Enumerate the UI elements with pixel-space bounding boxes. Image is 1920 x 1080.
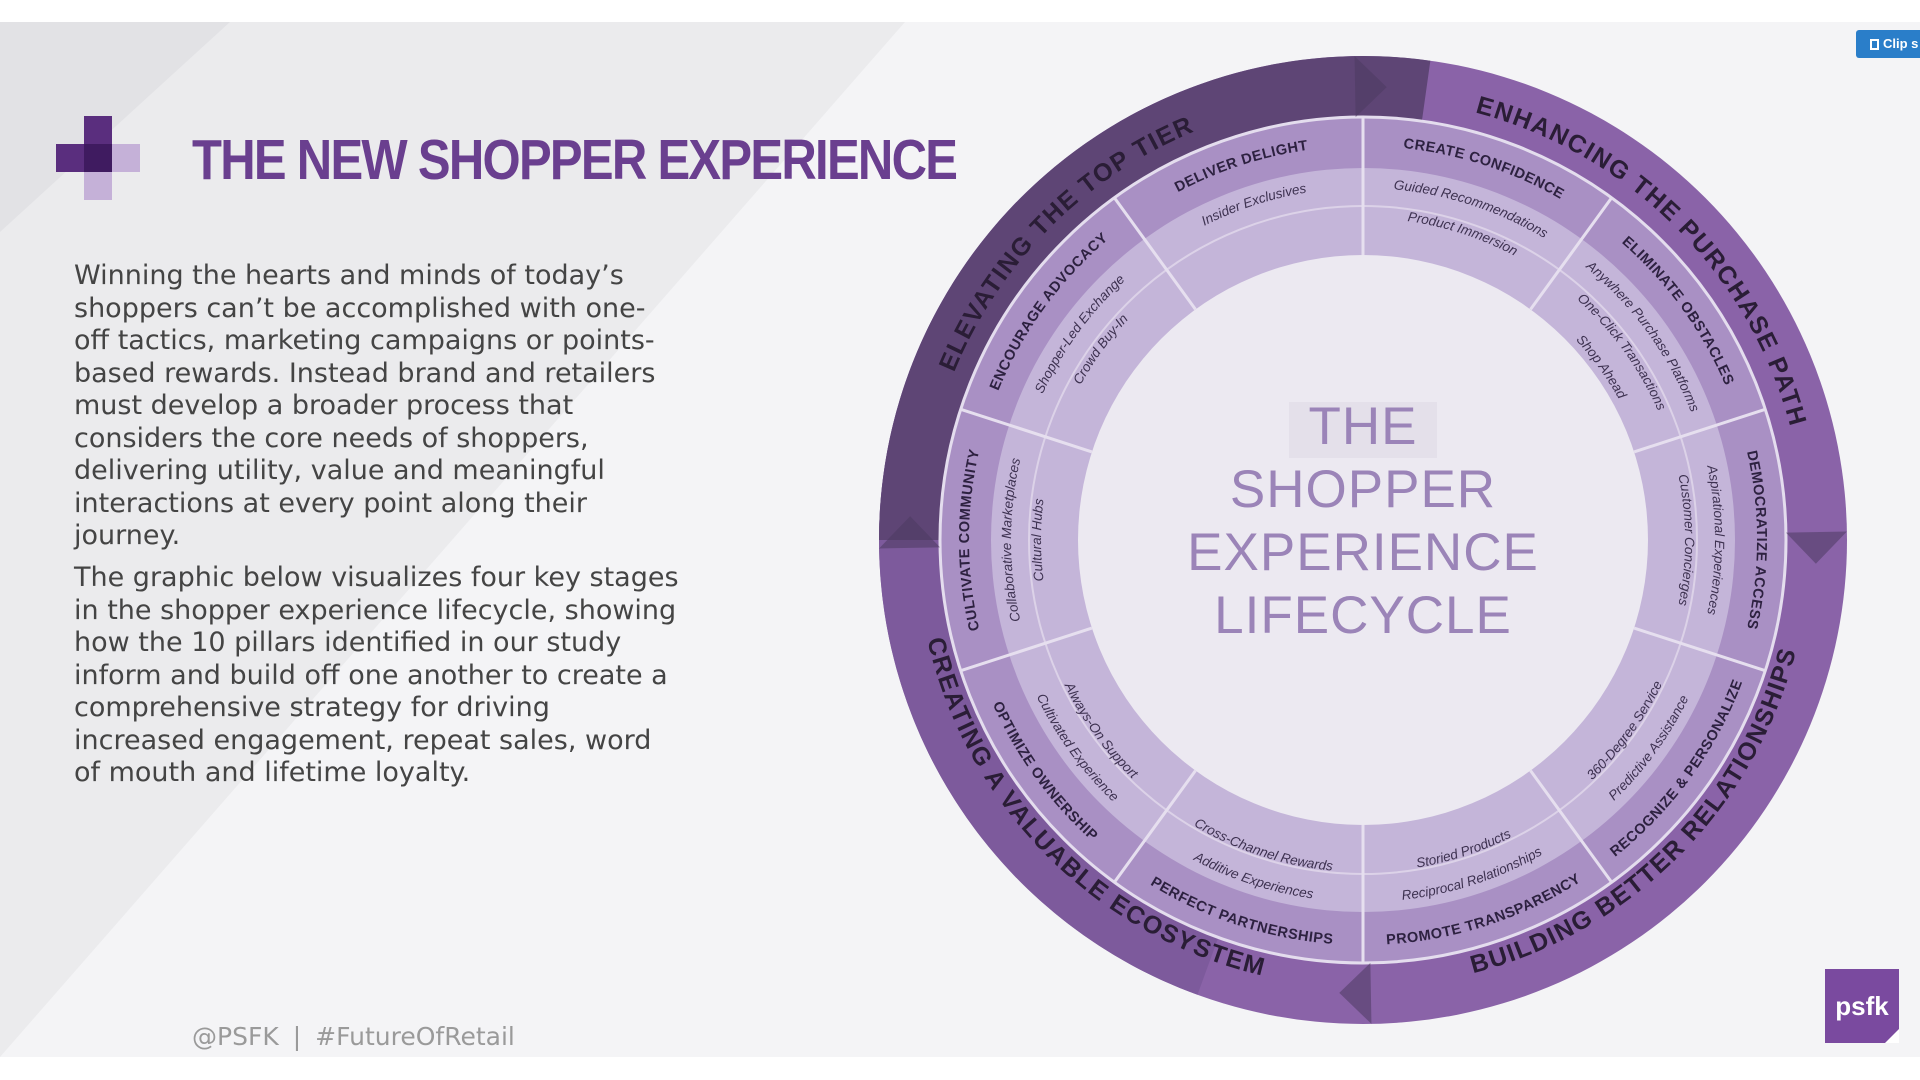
slide-background (0, 22, 905, 1057)
paragraph-line: interactions at every point along their (74, 487, 587, 519)
paragraph-line: inform and build off one another to crea… (74, 659, 668, 691)
paragraph-line: Winning the hearts and minds of today’s (74, 260, 624, 291)
segment-divider (1529, 196, 1613, 311)
description-paragraph: The graphic below visualizes four key st… (74, 562, 764, 790)
stage-arrow (879, 516, 941, 549)
clip-button-label: Clip s (1883, 36, 1919, 51)
slide: THE NEW SHOPPER EXPERIENCE Winning the h… (0, 22, 1920, 1057)
paragraph-line: delivering utility, value and meaningful (74, 455, 605, 486)
center-title-line: THE (1309, 397, 1418, 456)
paragraph-line: shoppers can’t be accomplished with one- (74, 292, 646, 324)
center-highlight (1289, 402, 1437, 458)
footer-hashtag: #FutureOfRetail (315, 1022, 515, 1051)
paragraph-line: journey. (74, 520, 181, 551)
stage-arrow (1785, 531, 1847, 564)
paragraph-line: off tactics, marketing campaigns or poin… (74, 325, 655, 356)
segment-divider (1529, 769, 1613, 884)
center-disc (1078, 255, 1648, 825)
psfk-logo: psfk (1825, 969, 1899, 1043)
clip-slide-button[interactable]: Clip s (1856, 30, 1920, 58)
segment-divider (1633, 626, 1766, 673)
footer-handle: @PSFK (192, 1022, 279, 1051)
clip-icon (1870, 39, 1879, 50)
pillar-item-label: Cultural Hubs (1029, 498, 1047, 583)
segment-divider (960, 626, 1093, 673)
slide-title: THE NEW SHOPPER EXPERIENCE (192, 128, 958, 192)
paragraph-line: of mouth and lifetime loyalty. (74, 757, 471, 788)
center-title-line: SHOPPER (1230, 460, 1496, 519)
segment-divider (1113, 196, 1197, 311)
stage-band-dark (879, 55, 1431, 540)
plus-logo-icon (56, 116, 140, 200)
paragraph-line: in the shopper experience lifecycle, sho… (74, 594, 677, 626)
pillar-item-label: Customer Concierges (1675, 473, 1697, 608)
pillar-item-label: Cultural Hubs (1029, 498, 1047, 583)
paragraph-line: how the 10 pillars identified in our stu… (74, 627, 622, 658)
segment-divider (960, 407, 1093, 454)
stage-arrow (1354, 56, 1387, 118)
paragraph-line: considers the core needs of shoppers, (74, 422, 589, 454)
paragraph-line: comprehensive strategy for driving (74, 692, 550, 723)
center-title-line: LIFECYCLE (1214, 586, 1512, 645)
footer-separator: | (292, 1022, 302, 1051)
background-shape (0, 22, 905, 1057)
segment-divider (1113, 769, 1197, 884)
center-title-line: EXPERIENCE (1187, 523, 1539, 582)
pillar-item-label: Customer Concierges (1675, 473, 1697, 608)
paragraph-line: must develop a broader process that (74, 390, 574, 421)
background-shape (0, 22, 230, 232)
segment-divider (1633, 407, 1766, 454)
paragraph-line: The graphic below visualizes four key st… (74, 562, 679, 593)
paragraph-line: based rewards. Instead brand and retaile… (74, 357, 656, 389)
paragraph-line: increased engagement, repeat sales, word (74, 724, 652, 756)
stage-arrow (1339, 962, 1372, 1024)
slide-footer: @PSFK | #FutureOfRetail (192, 1022, 515, 1051)
